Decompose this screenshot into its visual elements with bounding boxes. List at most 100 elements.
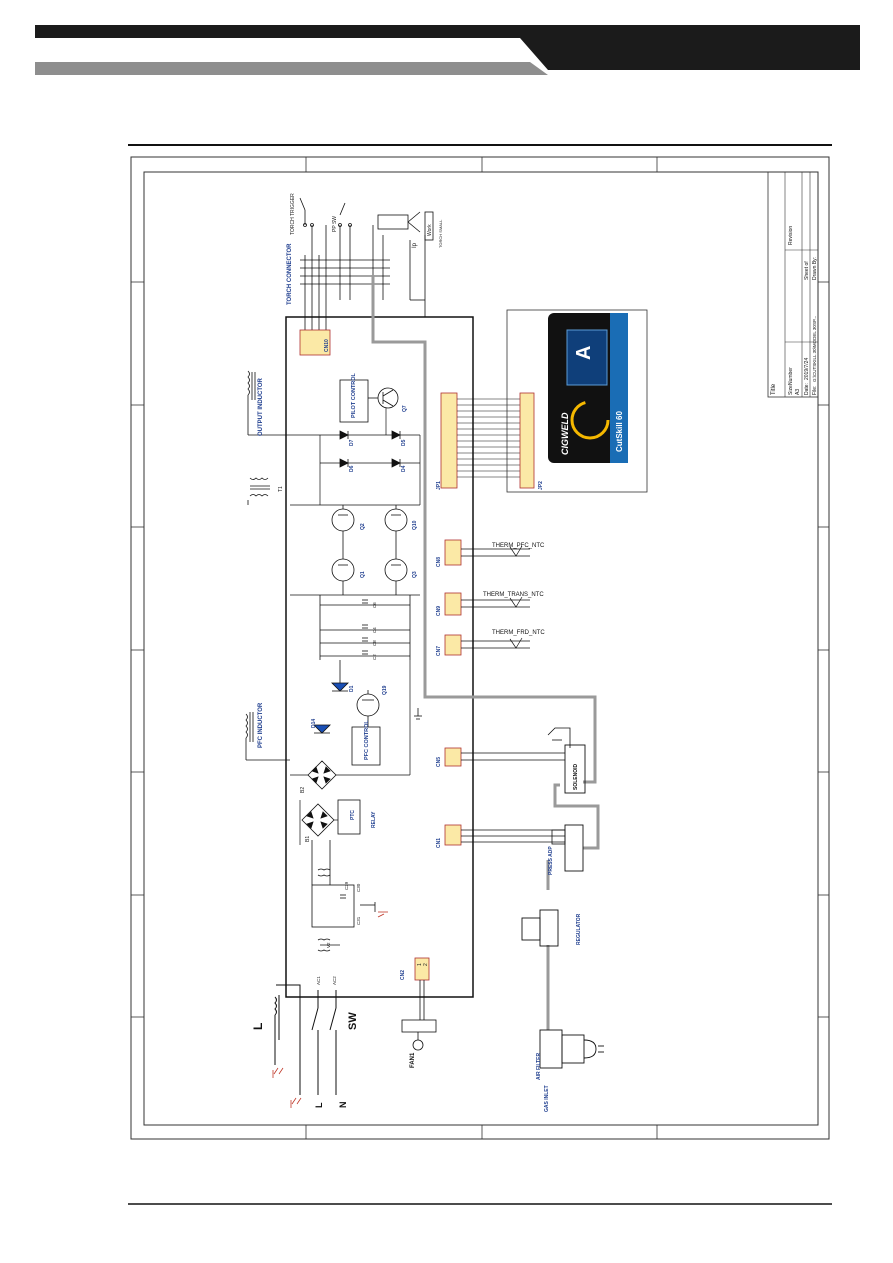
cap-c4-label: C4 — [372, 627, 377, 633]
c31-label: C31 — [356, 916, 361, 925]
main-pcb-board — [285, 316, 474, 998]
ptc-label: PTC — [350, 810, 356, 820]
jp2-connector — [519, 392, 535, 489]
q2-label: Q2 — [360, 523, 366, 530]
therm-pfc-label: THERM_PFC_NTC — [492, 543, 545, 549]
tb-file: File: — [812, 386, 818, 395]
cn7-label: CN7 — [436, 646, 442, 656]
q7-transistor — [368, 387, 399, 409]
cn8-label: CN8 — [436, 557, 442, 567]
display-pcb-outline — [506, 309, 648, 493]
pfc-inductor-label: PFC INDUCTOR — [258, 702, 264, 748]
bridge-rectifier-b1 — [301, 803, 335, 837]
cn7-connector — [444, 634, 462, 656]
tb-sheet: Sheet of — [804, 261, 810, 280]
jp-bus-lines — [457, 398, 520, 478]
d5-label: D5 — [401, 439, 407, 446]
q7-label: Q7 — [402, 405, 408, 412]
d4-label: D4 — [401, 465, 407, 472]
torch-head — [377, 211, 434, 241]
d14-label: D14 — [311, 719, 317, 728]
line-l-label: L — [314, 1102, 324, 1108]
q3-label: Q3 — [412, 571, 418, 578]
cn10-label: CN10 — [324, 339, 330, 352]
b1-label: B1 — [305, 836, 311, 842]
front-panel-bottom-band — [610, 313, 628, 463]
cn9-label: CN9 — [436, 606, 442, 616]
front-panel-display — [566, 329, 608, 386]
pressure-switch-head — [551, 829, 566, 845]
drawing-inner-frame — [143, 171, 819, 1126]
pfc-control-label: PFC CONTROL — [364, 720, 370, 760]
torch-small-label: TORCH SMALL — [438, 219, 443, 248]
gas-hose — [371, 275, 600, 1030]
model-label: CutSkill 60 — [615, 411, 624, 452]
cap-c8-label: C8 — [372, 640, 377, 646]
c30-label: C30 — [356, 883, 361, 892]
therm-trans-label: THERM_TRANS_NTC — [483, 592, 544, 598]
fan — [401, 980, 437, 1051]
cn1-connector — [444, 824, 462, 846]
torch-connector — [300, 225, 426, 335]
b2-label: B2 — [300, 787, 306, 793]
jp2-label: JP2 — [538, 481, 544, 490]
cn2-connector — [414, 957, 430, 981]
bridge-rectifier-b2 — [307, 760, 337, 790]
output-diodes — [320, 430, 420, 468]
tb-drawn: Drawn By: — [812, 257, 818, 280]
q10-label: Q10 — [412, 520, 418, 530]
cn1-label: CN1 — [436, 838, 442, 848]
therm-frd-label: THERM_FRD_NTC — [492, 630, 545, 636]
output-inductor-label: OUTPUT INDUCTOR — [258, 377, 264, 436]
tb-file-val: G:\CUTSKILL 30\MODEL 30SP... — [812, 316, 817, 382]
output-inductor — [247, 370, 320, 436]
drawing-outer-frame — [130, 156, 830, 1140]
header-grey-bar — [35, 62, 548, 75]
fan-label: FAN1 — [410, 1052, 416, 1068]
tb-size-val: A3 — [795, 389, 801, 395]
capacitor-bank — [319, 595, 411, 660]
torch-trigger-label: TORCH TRIGGER — [290, 193, 296, 235]
display-letter: A — [573, 346, 595, 360]
press-adp-label: PRESS ADP — [548, 846, 554, 875]
tb-size: Size — [788, 385, 794, 395]
ip-label: Ip — [412, 242, 418, 248]
work-label: Work — [427, 224, 433, 236]
cn8-connector — [444, 539, 462, 566]
solenoid-label: SOLENOID — [573, 763, 579, 790]
cap-c6-label: C6 — [372, 602, 377, 608]
tb-revision: Revision — [788, 226, 794, 245]
gas-inlet-label: GAS INLET — [544, 1085, 550, 1112]
cn9-connector — [444, 592, 462, 616]
pfc-stage — [313, 660, 422, 734]
sw-label: SW — [347, 1012, 359, 1030]
ground-symbols — [272, 911, 388, 1108]
pcb-interconnect — [290, 408, 421, 845]
q19-label: Q19 — [382, 685, 388, 695]
pilot-control-block — [339, 379, 369, 423]
air-filter — [539, 1029, 604, 1069]
regulator-label: REGULATOR — [576, 913, 582, 945]
front-panel-knob-ring — [570, 400, 610, 440]
pfc-control-block — [351, 726, 381, 766]
v2-label: V2 — [326, 942, 331, 948]
igbt-bridge — [320, 504, 420, 596]
jp1-label: JP1 — [436, 481, 442, 490]
ptc-relay-block — [337, 799, 361, 835]
cn5-connector — [444, 747, 462, 767]
transformer-t1 — [247, 477, 270, 505]
d1-label: D1 — [349, 685, 355, 692]
t1-label: T1 — [278, 486, 284, 492]
pilot-control-label: PILOT CONTROL — [351, 372, 357, 418]
pressure-switch — [564, 824, 584, 872]
torch-trigger-switch — [299, 197, 352, 227]
solenoid — [564, 744, 586, 794]
air-filter-label: AIR FILTER — [536, 1052, 542, 1080]
d7-label: D7 — [349, 439, 355, 446]
tb-number: Number — [788, 367, 794, 385]
cn2-pin2: 2 — [423, 963, 429, 966]
regulator — [521, 909, 559, 947]
torch-connector-label: TORCH CONNECTOR — [287, 243, 293, 305]
d6-label: D6 — [349, 465, 355, 472]
